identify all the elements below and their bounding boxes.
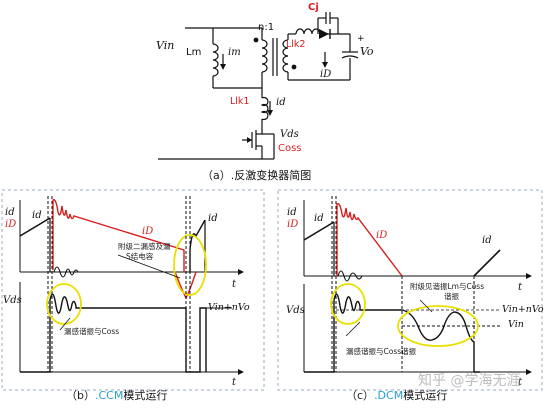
dcm-note1-line2: 谐振 — [444, 292, 459, 301]
dcm-t2-label: t — [518, 377, 523, 388]
caption-c: （c）.DCM模式运行 — [346, 389, 448, 402]
vo-label: Vo — [360, 45, 374, 58]
dcm-id-trace-label: id — [314, 213, 324, 224]
ccm-iD-trace-label: iD — [142, 226, 154, 237]
dcm-id-axis-label: id — [287, 207, 297, 218]
lm-label: Lm — [186, 47, 202, 58]
dcm-vin-label: Vin — [508, 319, 524, 330]
diode — [319, 29, 329, 39]
turns-ratio-label: n:1 — [258, 22, 275, 33]
llk2-inductor — [295, 28, 321, 35]
dcm-iD-trace — [336, 203, 403, 277]
ccm-id-trace-label: id — [32, 210, 42, 221]
primary-dot — [253, 37, 259, 43]
ccm-iD-axis-label: iD — [5, 219, 17, 230]
primary-winding — [261, 39, 268, 73]
secondary-winding — [282, 39, 289, 73]
cj-label: Cj — [308, 2, 319, 13]
caption-a: （a）.反激变换器简图 — [202, 169, 312, 182]
ccm-note1-line2: S结电容 — [126, 252, 154, 261]
ccm-note2: 漏感谐振与Coss — [64, 327, 120, 336]
ccm-vinnvo-label: Vin+nVo — [208, 302, 250, 313]
dcm-iD-trace-label: iD — [376, 230, 388, 241]
watermark: 知乎 @学海无涯 — [418, 373, 521, 389]
ccm-vds-axis-label: Vds — [3, 295, 22, 306]
id-circuit-label: id — [276, 97, 286, 108]
dcm-t1-label: t — [518, 282, 523, 293]
secondary-dot — [291, 64, 297, 70]
iD-circuit-label: iD — [320, 69, 332, 80]
llk1-label: Llk1 — [230, 96, 250, 107]
circuit — [158, 12, 359, 160]
dcm-panel — [277, 189, 543, 391]
ccm-t2-label: t — [232, 377, 237, 388]
caption-b: （b）.CCM模式运行 — [66, 389, 168, 402]
dcm-id-right-label: id — [482, 235, 492, 246]
ccm-panel — [1, 189, 265, 391]
dcm-vinnvo-label: Vin+nVo — [502, 304, 544, 315]
ccm-vds-trace — [20, 293, 207, 373]
ccm-note1-line1: 附级二漏感及漏 — [118, 242, 171, 251]
ccm-id-axis-label: id — [5, 207, 15, 218]
llk2-label: Llk2 — [286, 39, 306, 50]
ccm-id-right-label: id — [208, 213, 218, 224]
svg-text:+: + — [357, 34, 365, 44]
llk1-inductor — [260, 96, 269, 121]
dcm-vds-axis-label: Vds — [286, 305, 305, 316]
dcm-note2: 漏感谐振与Coss谐振 — [346, 347, 417, 356]
ccm-iD-trace — [52, 199, 185, 272]
im-label: im — [228, 47, 241, 58]
dcm-note1-line1: 附级见谐振Lm与Coss — [410, 282, 485, 291]
lm-inductor — [212, 43, 219, 77]
vin-label: Vin — [156, 39, 175, 52]
vds-circuit-label: Vds — [280, 129, 299, 140]
coss-label: Coss — [278, 143, 302, 154]
dcm-iD-axis-label: iD — [287, 219, 299, 230]
ccm-t1-label: t — [232, 279, 237, 290]
